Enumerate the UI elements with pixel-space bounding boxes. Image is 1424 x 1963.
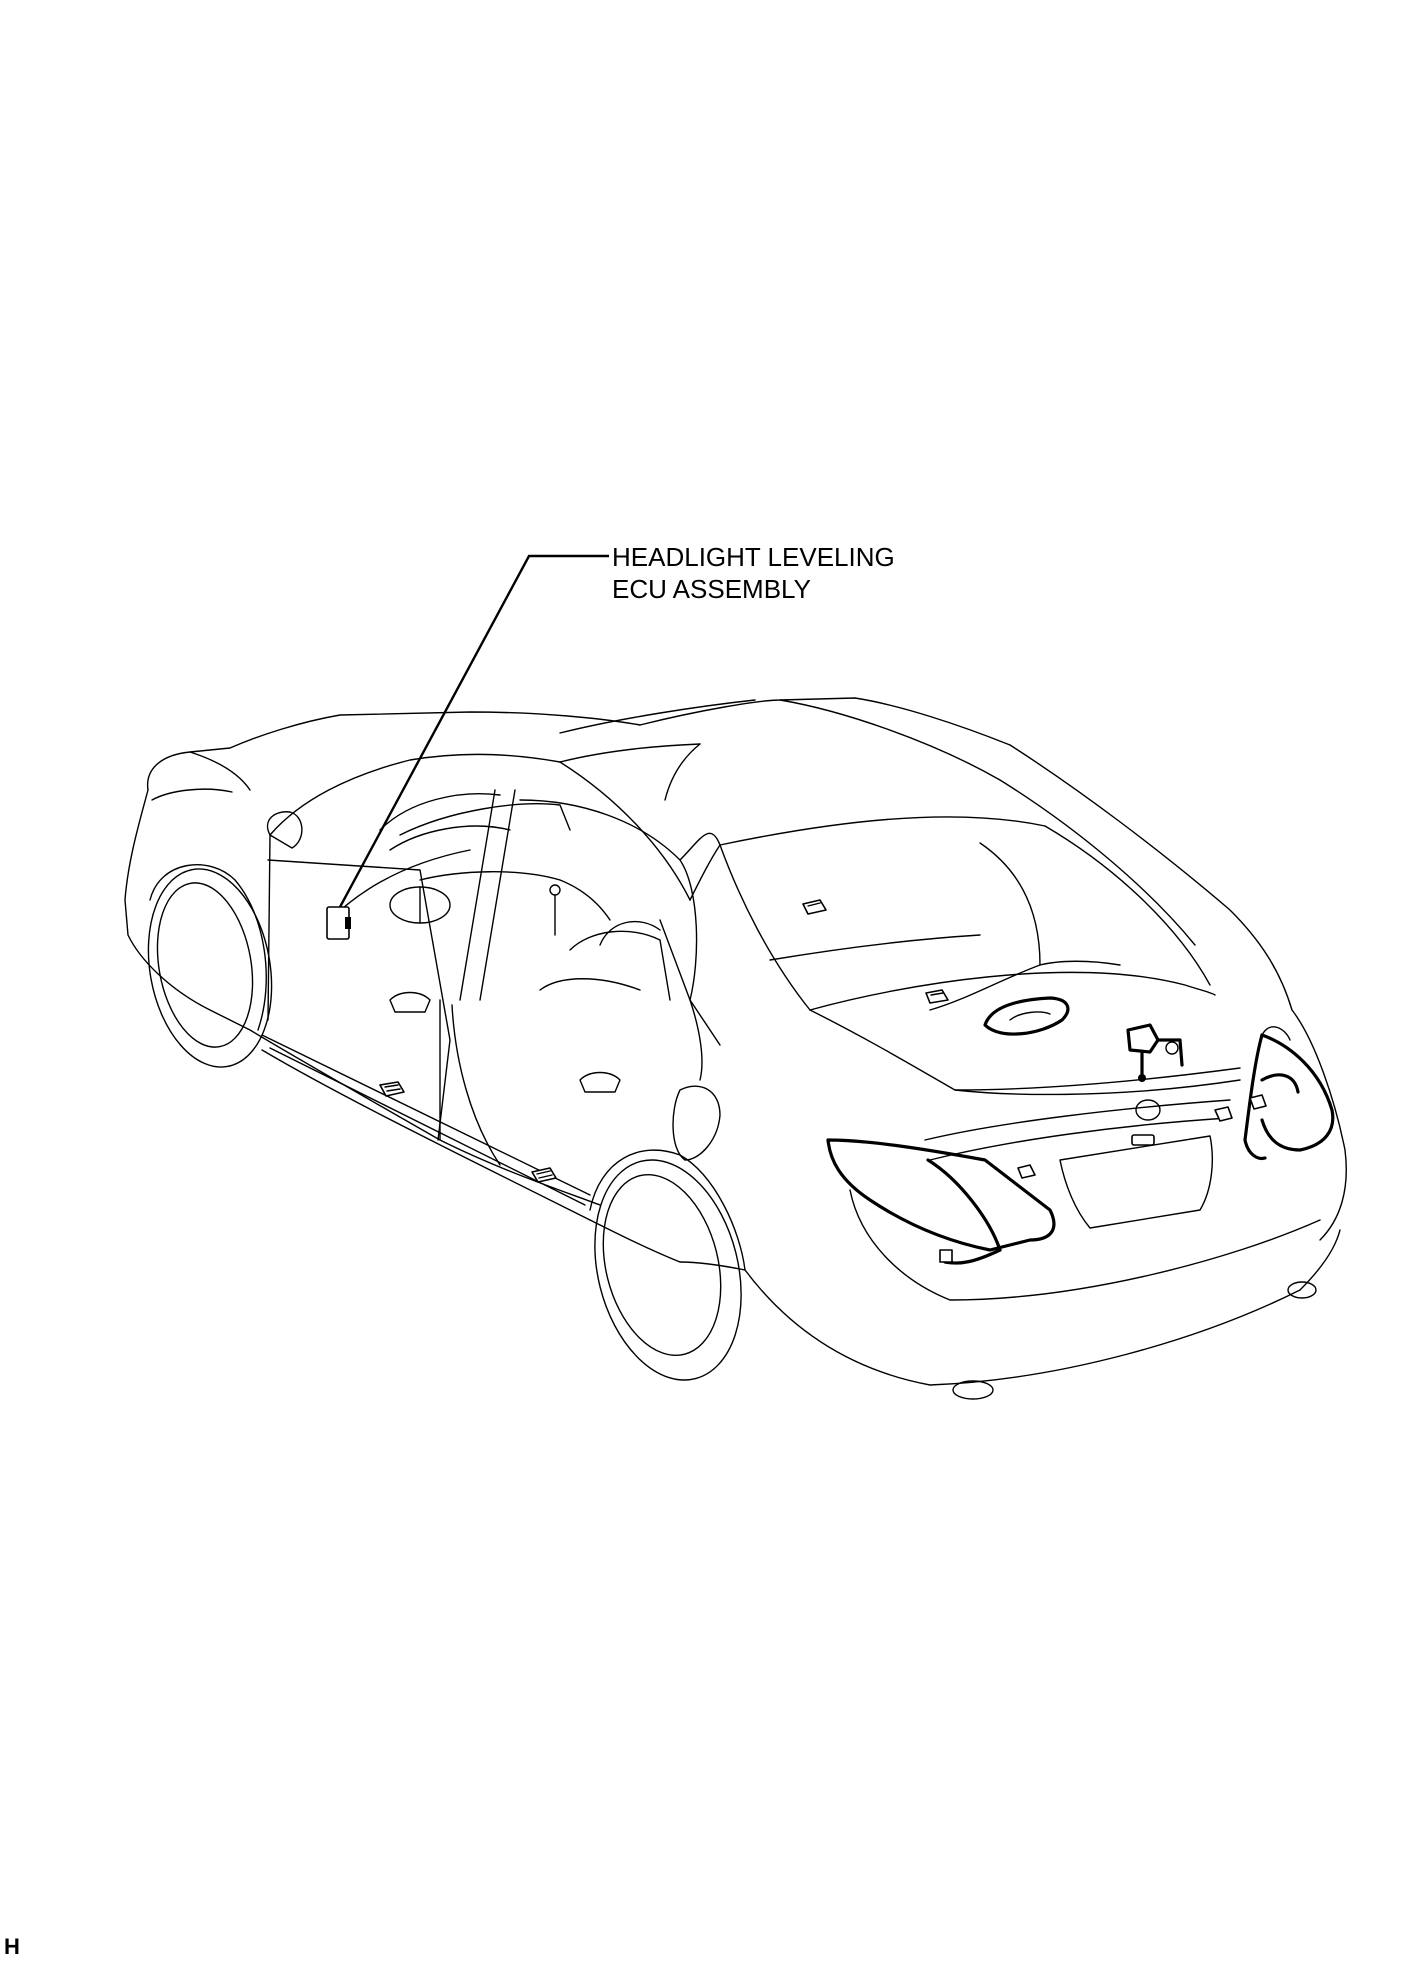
sensor-left	[802, 899, 827, 915]
rear-wheel	[589, 1149, 746, 1381]
callout-label-line-1: HEADLIGHT LEVELING	[612, 542, 895, 572]
connector-rear-door	[531, 1167, 557, 1183]
height-control-sensor	[1126, 1023, 1184, 1082]
sensor-center	[925, 989, 949, 1004]
tail-lamp-left	[826, 1138, 1056, 1265]
connector-front-door	[379, 1081, 405, 1097]
rear-emblem	[1135, 1099, 1161, 1121]
callout-label-line-2: ECU ASSEMBLY	[612, 574, 811, 604]
car-body	[124, 697, 1347, 1400]
cabin-structure	[266, 743, 1121, 1166]
license-plate-light	[1131, 1134, 1155, 1146]
corner-code: H	[4, 1934, 20, 1959]
front-wheel	[147, 864, 273, 1068]
component-markers	[326, 899, 1335, 1265]
callout-leader-line	[338, 554, 609, 908]
tail-lamp-right	[1214, 1026, 1335, 1161]
high-mount-stop-light	[983, 996, 1070, 1036]
